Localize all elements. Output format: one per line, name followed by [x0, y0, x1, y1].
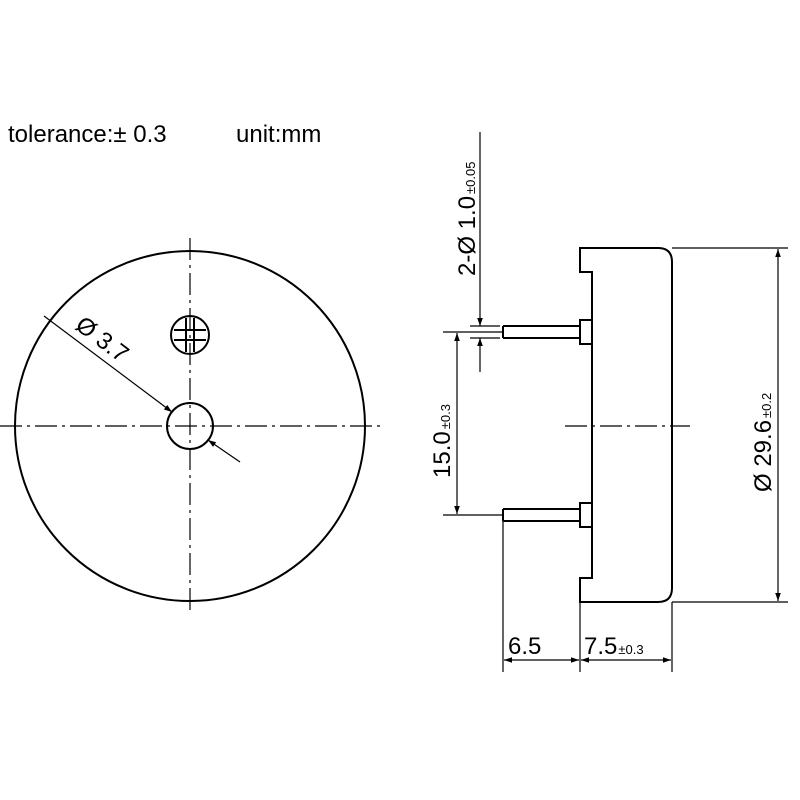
hole-diameter-dimension [43, 315, 241, 463]
tolerance-label: tolerance:± 0.3 [8, 121, 167, 148]
body-height-label: 7.5±0.3 [584, 633, 644, 660]
side-view: 2-Ø 1.0±0.05 15.0±0.3 Ø 29.6±0.2 6. [429, 132, 788, 672]
pin-spacing-dimension [443, 331, 503, 516]
upper-pin [502, 319, 593, 345]
lower-pin [502, 502, 593, 528]
pin-length-label: 6.5 [508, 633, 541, 660]
buzzer-body-side [579, 247, 673, 603]
body-diameter-dimension [672, 247, 788, 603]
bottom-dimensions [502, 521, 673, 672]
unit-label: unit:mm [236, 121, 321, 148]
pin-diameter-label: 2-Ø 1.0±0.05 [454, 162, 481, 276]
body-diameter-label: Ø 29.6±0.2 [750, 393, 777, 492]
front-view: Ø 3.7 [0, 238, 384, 614]
polarity-mark [170, 315, 210, 355]
pin-spacing-label: 15.0±0.3 [429, 404, 456, 478]
pin-diameter-dimension [470, 132, 500, 372]
sound-hole [166, 402, 214, 450]
